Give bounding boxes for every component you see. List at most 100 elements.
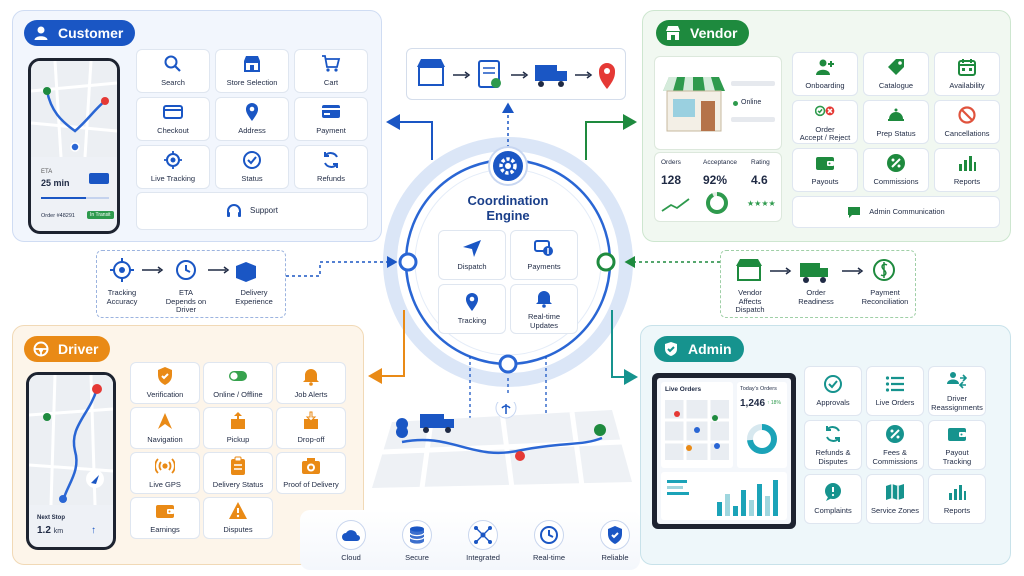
next-stop-label: Next Stop bbox=[37, 515, 66, 521]
vendor-stats-card: Orders 128 Acceptance 92% Rating 4.6 ★★★… bbox=[654, 152, 782, 222]
admin-communication-tile[interactable]: Admin Communication bbox=[792, 196, 1000, 228]
driver-tile-verification[interactable]: Verification bbox=[130, 362, 200, 404]
useradd-icon bbox=[816, 59, 834, 76]
order-flow-icons bbox=[417, 59, 615, 89]
vendor-tile-commissions[interactable]: Commissions bbox=[863, 148, 929, 192]
list-icon bbox=[885, 376, 904, 392]
driver-tile-job-alerts[interactable]: Job Alerts bbox=[276, 362, 346, 404]
refund-icon bbox=[826, 425, 840, 442]
bars-icon bbox=[949, 485, 966, 501]
customer-tile-address[interactable]: Address bbox=[215, 97, 289, 141]
vendor-tile-availability[interactable]: Availability bbox=[934, 52, 1000, 96]
reassign-icon bbox=[947, 371, 967, 389]
driver-tile-online-offline[interactable]: Online / Offline bbox=[203, 362, 273, 404]
admin-tile-fees-commissions[interactable]: Fees & Commissions bbox=[866, 420, 924, 470]
chatbubble-icon bbox=[825, 483, 841, 502]
bottom-item-secure: Secure bbox=[387, 520, 447, 563]
vendor-tile-onboarding[interactable]: Onboarding bbox=[792, 52, 858, 96]
admin-title-pill: Admin bbox=[654, 336, 744, 362]
bell-icon bbox=[303, 369, 319, 386]
headset-icon bbox=[226, 204, 241, 217]
check-icon bbox=[824, 375, 842, 394]
admin-tile-payout-tracking[interactable]: Payout Tracking bbox=[928, 420, 986, 470]
admin-communication-label: Admin Communication bbox=[869, 206, 945, 216]
driver-tile-disputes[interactable]: Disputes bbox=[203, 497, 273, 539]
status-badge: In Transit bbox=[87, 211, 114, 219]
tile-label: Payment bbox=[316, 126, 346, 136]
customer-tile-checkout[interactable]: Checkout bbox=[136, 97, 210, 141]
vendor-tile-prep-status[interactable]: Prep Status bbox=[863, 100, 929, 144]
user-icon bbox=[32, 24, 50, 42]
tile-label: Checkout bbox=[157, 126, 189, 136]
customer-tile-refunds[interactable]: Refunds bbox=[294, 145, 368, 189]
bottom-icon-circle bbox=[336, 520, 366, 550]
bottom-label: Cloud bbox=[341, 553, 361, 562]
route-map-icon bbox=[31, 61, 117, 158]
wallet-icon bbox=[816, 157, 834, 171]
center-map bbox=[372, 397, 634, 492]
bottom-label: Real-time bbox=[532, 553, 566, 562]
vendor-tile-order-accept-reject[interactable]: Order Accept / Reject bbox=[792, 100, 858, 144]
admin-tile-approvals[interactable]: Approvals bbox=[804, 366, 862, 416]
driver-tile-proof-of-delivery[interactable]: Proof of Delivery bbox=[276, 452, 346, 494]
driver-phone-map bbox=[29, 375, 113, 506]
customer-tile-live-tracking[interactable]: Live Tracking bbox=[136, 145, 210, 189]
admin-tile-service-zones[interactable]: Service Zones bbox=[866, 474, 924, 524]
tile-label: Store Selection bbox=[226, 78, 278, 88]
engine-tile-real-time-updates[interactable]: Real-time Updates bbox=[510, 284, 578, 334]
customer-tile-store-selection[interactable]: Store Selection bbox=[215, 49, 289, 93]
driver-tile-navigation[interactable]: Navigation bbox=[130, 407, 200, 449]
driver-tile-pickup[interactable]: Pickup bbox=[203, 407, 273, 449]
camera-icon bbox=[302, 458, 320, 475]
bottom-icon-circle bbox=[534, 520, 564, 550]
wallet-icon bbox=[948, 427, 966, 441]
eta-label: ETA bbox=[41, 169, 53, 175]
engine-tile-payments[interactable]: Payments bbox=[510, 230, 578, 280]
bar-chart-card bbox=[661, 472, 787, 520]
pin-icon bbox=[246, 103, 258, 122]
driver-tile-drop-off[interactable]: Drop-off bbox=[276, 407, 346, 449]
admin-tile-refunds-disputes[interactable]: Refunds & Disputes bbox=[804, 420, 862, 470]
acceptance-ring bbox=[706, 192, 728, 214]
admin-dashboard-screen: Live Orders Today's Orders 1,246 ↑ 18% bbox=[652, 373, 796, 529]
admin-tile-complaints[interactable]: Complaints bbox=[804, 474, 862, 524]
todays-orders-label: Today's Orders bbox=[740, 386, 777, 392]
driver-tile-earnings[interactable]: Earnings bbox=[130, 497, 200, 539]
tile-label: Complaints bbox=[814, 506, 852, 516]
engine-tile-dispatch[interactable]: Dispatch bbox=[438, 230, 506, 280]
placeholder-line bbox=[731, 81, 775, 86]
support-tile[interactable]: Support bbox=[136, 192, 368, 230]
tile-label: Verification bbox=[146, 390, 184, 400]
driver-title-pill: Driver bbox=[24, 336, 111, 362]
bottom-label: Reliable bbox=[601, 553, 629, 562]
customer-phone-map bbox=[31, 61, 117, 158]
customer-tile-payment[interactable]: Payment bbox=[294, 97, 368, 141]
flow_right-label-payment-reconciliation: Payment Reconciliation bbox=[861, 288, 909, 306]
engine-tile-tracking[interactable]: Tracking bbox=[438, 284, 506, 334]
tile-label: Fees & Commissions bbox=[872, 447, 918, 466]
vendor-tile-payouts[interactable]: Payouts bbox=[792, 148, 858, 192]
driver-tile-live-gps[interactable]: Live GPS bbox=[130, 452, 200, 494]
tile-label: Status bbox=[241, 174, 263, 184]
database-icon bbox=[409, 526, 425, 544]
vendor-tile-catalogue[interactable]: Catalogue bbox=[863, 52, 929, 96]
vendor-tile-cancellations[interactable]: Cancellations bbox=[934, 100, 1000, 144]
customer-tile-status[interactable]: Status bbox=[215, 145, 289, 189]
admin-tile-driver-reassignments[interactable]: Driver Reassignments bbox=[928, 366, 986, 416]
vendor-tile-reports[interactable]: Reports bbox=[934, 148, 1000, 192]
tile-label: Payout Tracking bbox=[942, 447, 972, 466]
customer-tile-search[interactable]: Search bbox=[136, 49, 210, 93]
navigation-map-icon bbox=[29, 375, 113, 506]
tile-label: Cart bbox=[323, 78, 339, 88]
boxup-icon bbox=[231, 412, 245, 430]
driver-tile-delivery-status[interactable]: Delivery Status bbox=[203, 452, 273, 494]
tile-label: Onboarding bbox=[805, 81, 845, 91]
tag-icon bbox=[888, 59, 904, 76]
admin-tile-reports[interactable]: Reports bbox=[928, 474, 986, 524]
tile-label: Live Tracking bbox=[150, 174, 196, 184]
admin-tile-live-orders[interactable]: Live Orders bbox=[866, 366, 924, 416]
tile-label: Commissions bbox=[873, 177, 919, 187]
customer-tile-cart[interactable]: Cart bbox=[294, 49, 368, 93]
cart-icon bbox=[322, 55, 341, 72]
eta-value: 25 min bbox=[41, 178, 70, 188]
